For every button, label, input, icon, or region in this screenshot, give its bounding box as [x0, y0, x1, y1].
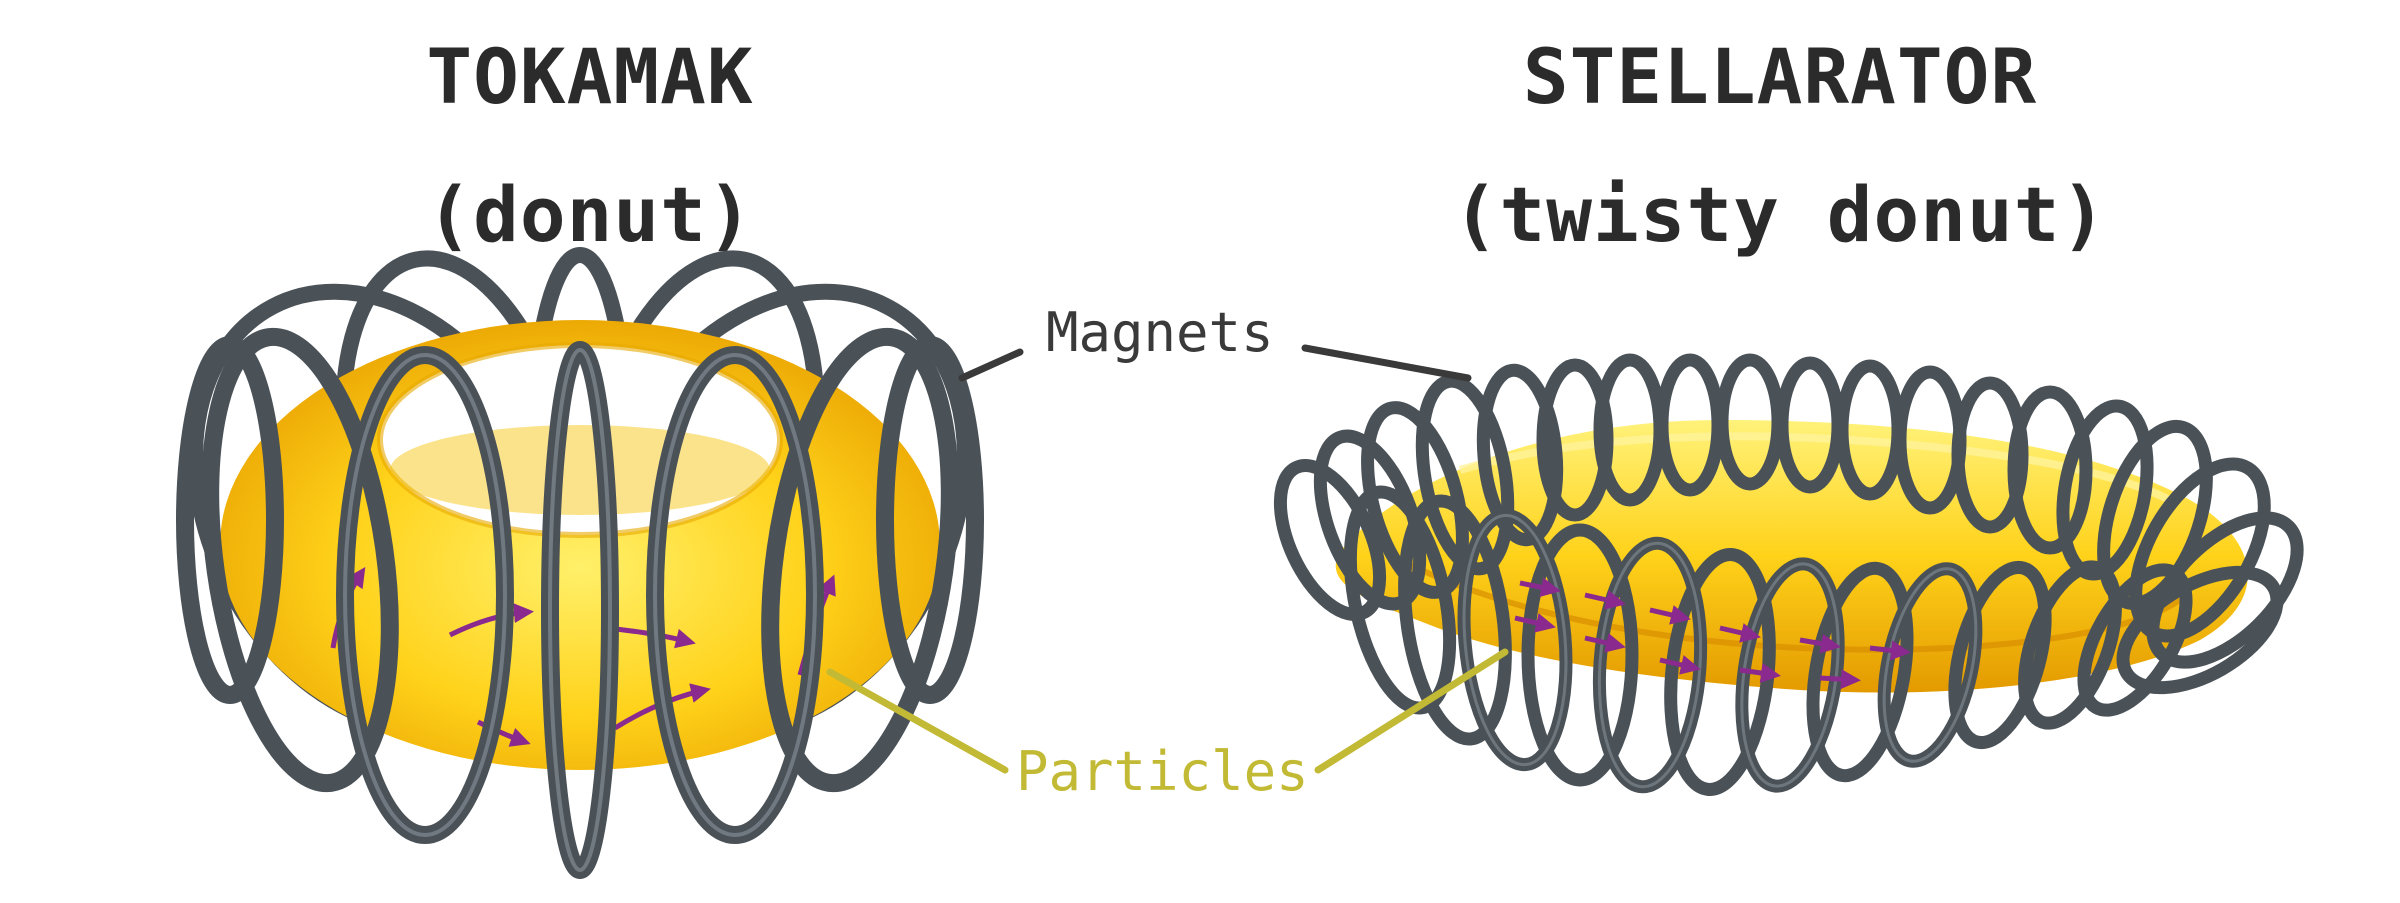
magnets-label: Magnets	[1046, 301, 1274, 364]
stellarator-subtitle: (twisty donut)	[1452, 170, 2108, 259]
stellarator-title-block: STELLARATOR (twisty donut)	[1360, 8, 2200, 284]
tokamak-title-block: TOKAMAK (donut)	[250, 8, 930, 284]
stellarator-diagram	[1273, 353, 2304, 796]
particles-label: Particles	[1016, 740, 1309, 803]
tokamak-coil-highlights	[343, 348, 817, 872]
stellarator-title: STELLARATOR	[1522, 32, 2038, 121]
stellarator-particle-arrows	[1514, 577, 1911, 690]
tokamak-subtitle: (donut)	[426, 170, 754, 259]
tokamak-title: TOKAMAK	[426, 32, 754, 121]
tokamak-diagram	[176, 247, 984, 879]
particles-leader-lines	[826, 648, 1509, 774]
magnets-leader-lines	[958, 344, 1472, 382]
